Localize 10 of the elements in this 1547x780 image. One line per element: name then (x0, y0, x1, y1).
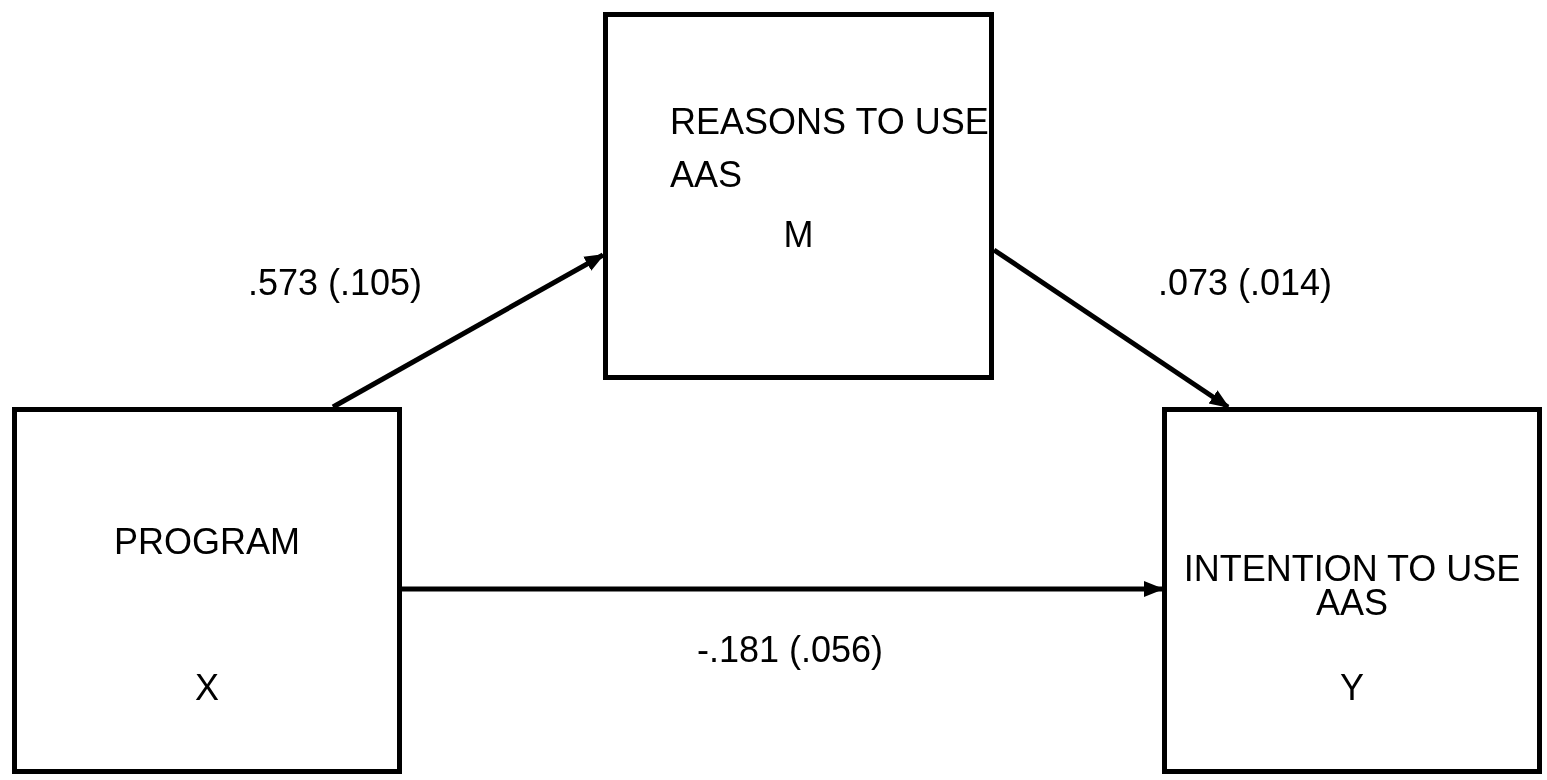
arrow (402, 581, 1164, 597)
variable-name: PROGRAM (113, 520, 301, 564)
variable-symbol: X (194, 666, 220, 710)
variable-box (603, 12, 994, 380)
variable-name: INTENTION TO USE AAS (1182, 552, 1522, 620)
variable-box (1162, 407, 1542, 774)
variable-symbol: Y (1339, 666, 1365, 710)
variable-box (12, 407, 402, 774)
variable-symbol: M (782, 213, 815, 257)
variable-name: REASONS TO USE AAS (669, 100, 989, 197)
